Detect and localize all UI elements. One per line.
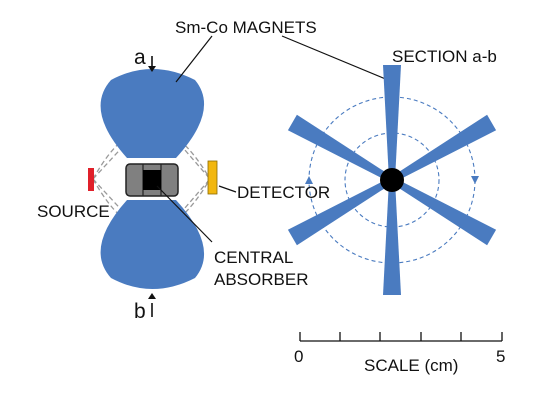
upper-magnet	[100, 69, 205, 158]
scale-end-label: 5	[496, 347, 505, 366]
detector-marker	[207, 160, 218, 195]
lower-magnet	[100, 200, 205, 289]
section-arrow-b	[148, 293, 156, 317]
scale-start-label: 0	[294, 347, 303, 366]
scale-title: SCALE (cm)	[364, 356, 458, 375]
source-marker	[88, 168, 94, 191]
central-absorber-label-line2: ABSORBER	[214, 270, 308, 289]
leader-lines	[156, 35, 389, 243]
center-core	[380, 168, 404, 192]
central-absorber	[125, 163, 179, 197]
central-absorber-label-line1: CENTRAL	[214, 248, 293, 267]
section-arrow-a	[148, 56, 156, 72]
detector-label: DETECTOR	[237, 183, 330, 202]
magnet-blades	[287, 65, 497, 295]
section-letter-b: b	[134, 300, 146, 323]
section-letter-a: a	[134, 46, 146, 69]
source-label: SOURCE	[37, 202, 110, 221]
magnets-label: Sm-Co MAGNETS	[175, 18, 317, 37]
scale-bar	[299, 332, 503, 342]
section-label: SECTION a-b	[392, 47, 497, 66]
section-view	[287, 65, 497, 295]
